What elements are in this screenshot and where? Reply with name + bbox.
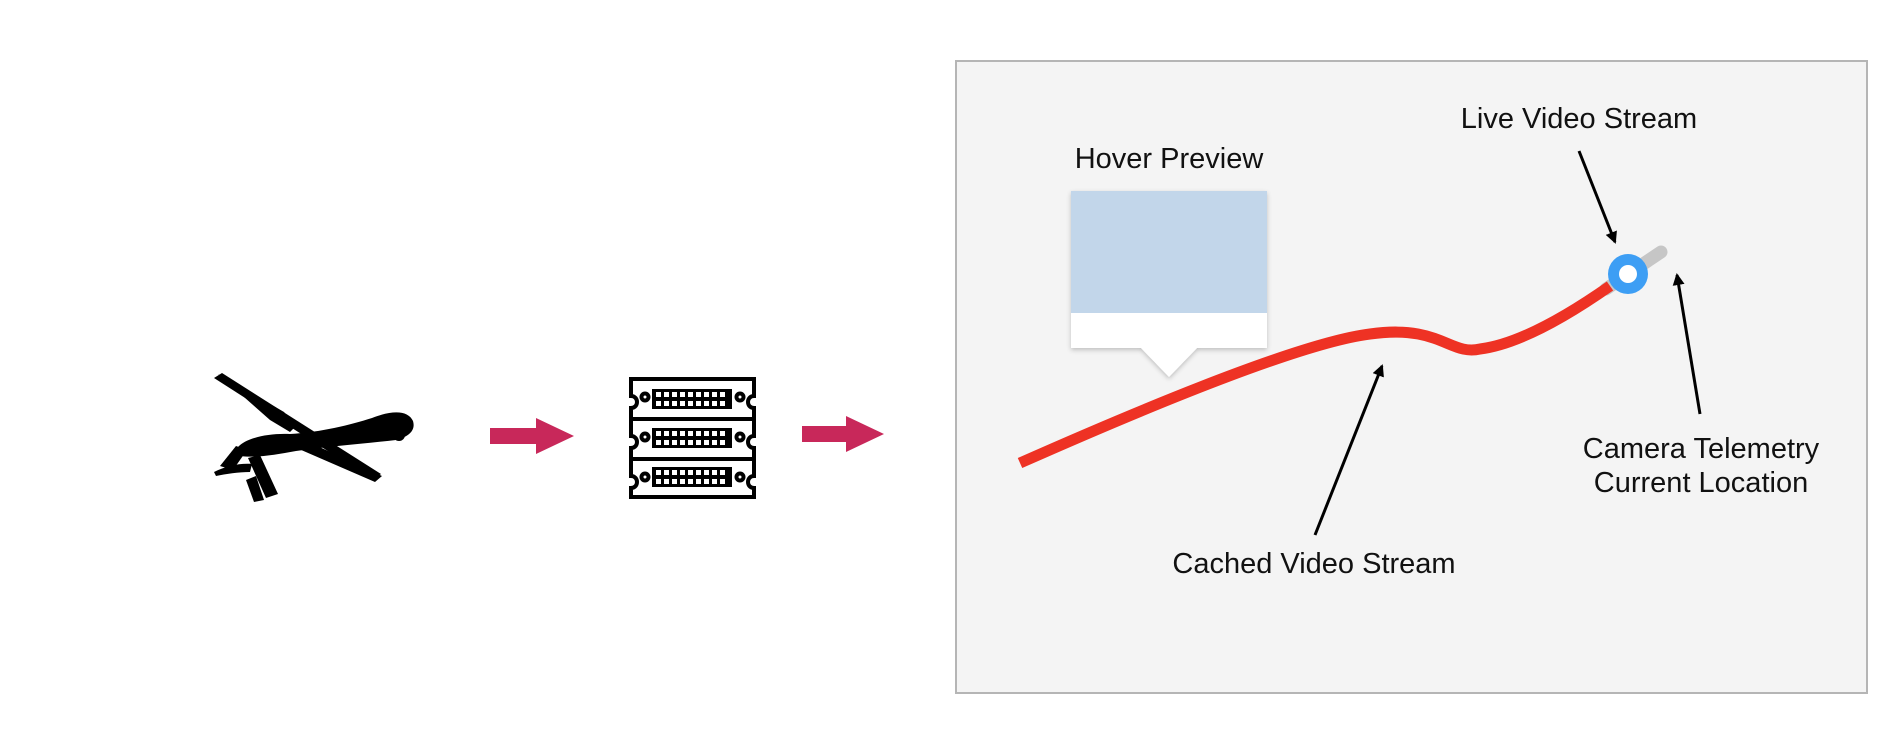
arrow-right-icon <box>802 416 884 452</box>
video-timeline-panel: Hover Preview Live Video Stream Cached V… <box>955 60 1868 694</box>
live-stream-label: Live Video Stream <box>1461 103 1697 135</box>
telemetry-label-line2: Current Location <box>1594 467 1808 499</box>
hover-preview-pointer <box>1140 347 1198 377</box>
cached-stream-label: Cached Video Stream <box>1172 548 1455 580</box>
cached-stream-pointer <box>1313 364 1384 536</box>
hover-preview-thumbnail <box>1071 191 1267 313</box>
hover-preview-label: Hover Preview <box>1075 143 1265 175</box>
drone-icon <box>214 373 414 502</box>
panel-background <box>955 60 1868 694</box>
location-marker[interactable] <box>1608 254 1648 294</box>
arrow-right-icon <box>490 418 574 454</box>
live-stream-pointer <box>1577 150 1617 244</box>
telemetry-label-line1: Camera Telemetry <box>1583 433 1820 465</box>
server-rack-icon <box>629 377 756 499</box>
telemetry-pointer <box>1672 273 1702 415</box>
cached-video-track[interactable] <box>1017 281 1614 469</box>
